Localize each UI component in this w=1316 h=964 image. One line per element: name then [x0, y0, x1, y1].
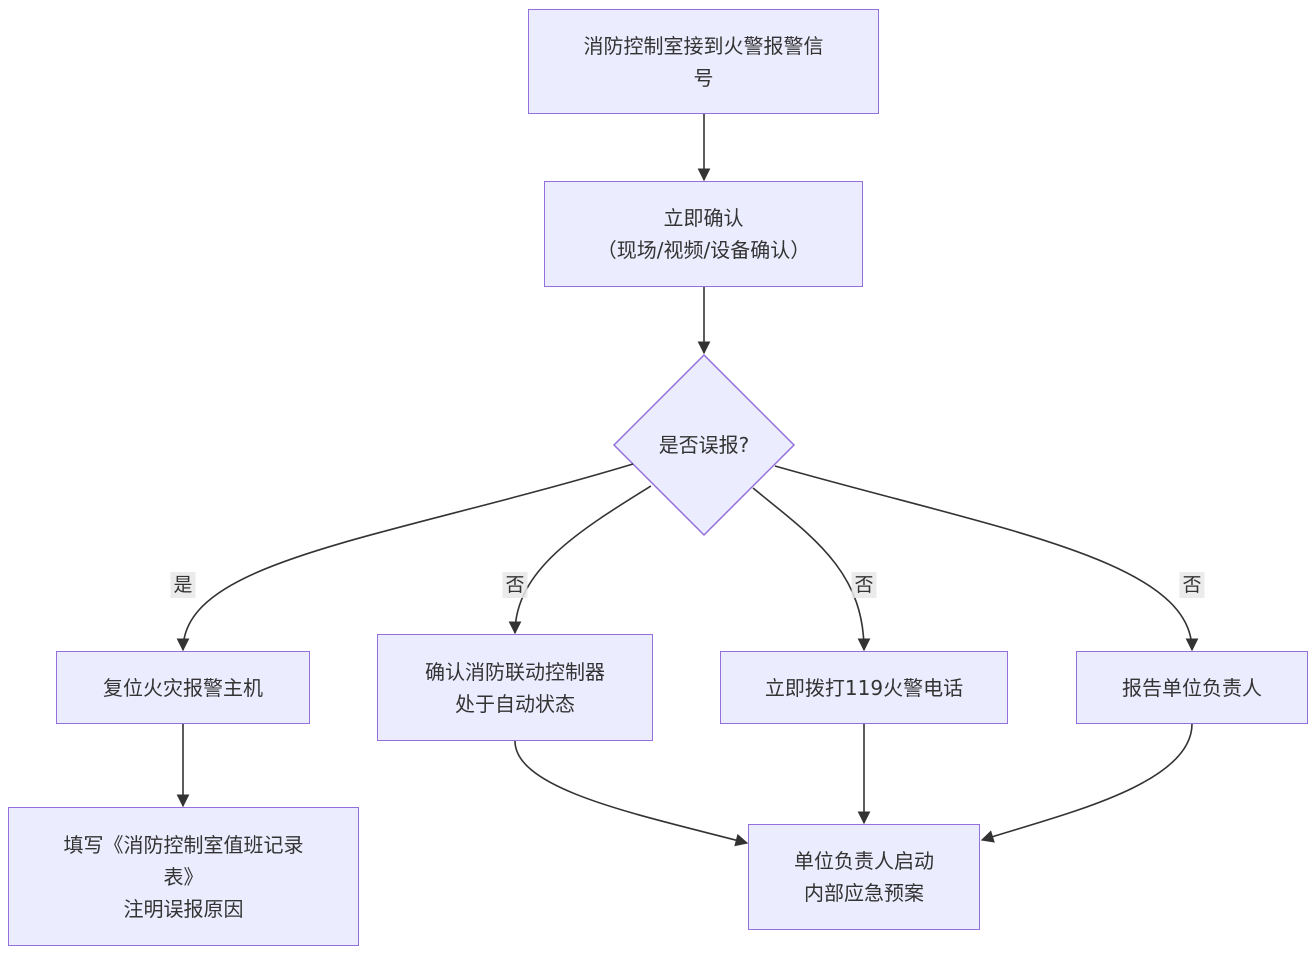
- node-confirm-immediately-label: 立即确认 （现场/视频/设备确认）: [596, 206, 811, 262]
- node-report-manager-label: 报告单位负责人: [1122, 675, 1262, 700]
- edge-n3-n6: [752, 487, 871, 652]
- node-call-119-label: 立即拨打119火警电话: [764, 675, 964, 700]
- edge-label-yes: 是: [170, 572, 196, 598]
- node-report-manager: 报告单位负责人: [1076, 651, 1308, 724]
- edge-n5-n9: [514, 740, 749, 847]
- node-call-119: 立即拨打119火警电话: [720, 651, 1008, 724]
- node-fill-duty-record: 填写《消防控制室值班记录 表》 注明误报原因: [8, 807, 359, 946]
- node-start-emergency-plan-label: 单位负责人启动 内部应急预案: [794, 849, 934, 905]
- node-reset-alarm-host-label: 复位火灾报警主机: [103, 675, 263, 700]
- node-alarm-received-label: 消防控制室接到火警报警信 号: [583, 33, 824, 90]
- node-reset-alarm-host: 复位火灾报警主机: [56, 651, 310, 724]
- decision-diamond: [612, 353, 796, 537]
- node-fill-duty-record-label: 填写《消防控制室值班记录 表》 注明误报原因: [63, 832, 304, 921]
- edge-label-no-3: 否: [1179, 572, 1205, 598]
- node-confirm-linkage-auto: 确认消防联动控制器 处于自动状态: [377, 634, 653, 741]
- edge-label-no-1: 否: [502, 572, 528, 598]
- edge-label-no-2: 否: [851, 572, 877, 598]
- edge-n7-n9: [980, 723, 1193, 843]
- node-confirm-immediately: 立即确认 （现场/视频/设备确认）: [544, 181, 863, 287]
- decision-false-alarm-label: 是否误报?: [658, 433, 750, 457]
- node-alarm-received: 消防控制室接到火警报警信 号: [528, 9, 879, 114]
- edge-n3-n5: [508, 485, 652, 635]
- node-confirm-linkage-auto-label: 确认消防联动控制器 处于自动状态: [425, 659, 605, 716]
- node-start-emergency-plan: 单位负责人启动 内部应急预案: [748, 824, 980, 930]
- edge-n3-n4: [176, 463, 634, 652]
- edge-n3-n7: [774, 465, 1199, 652]
